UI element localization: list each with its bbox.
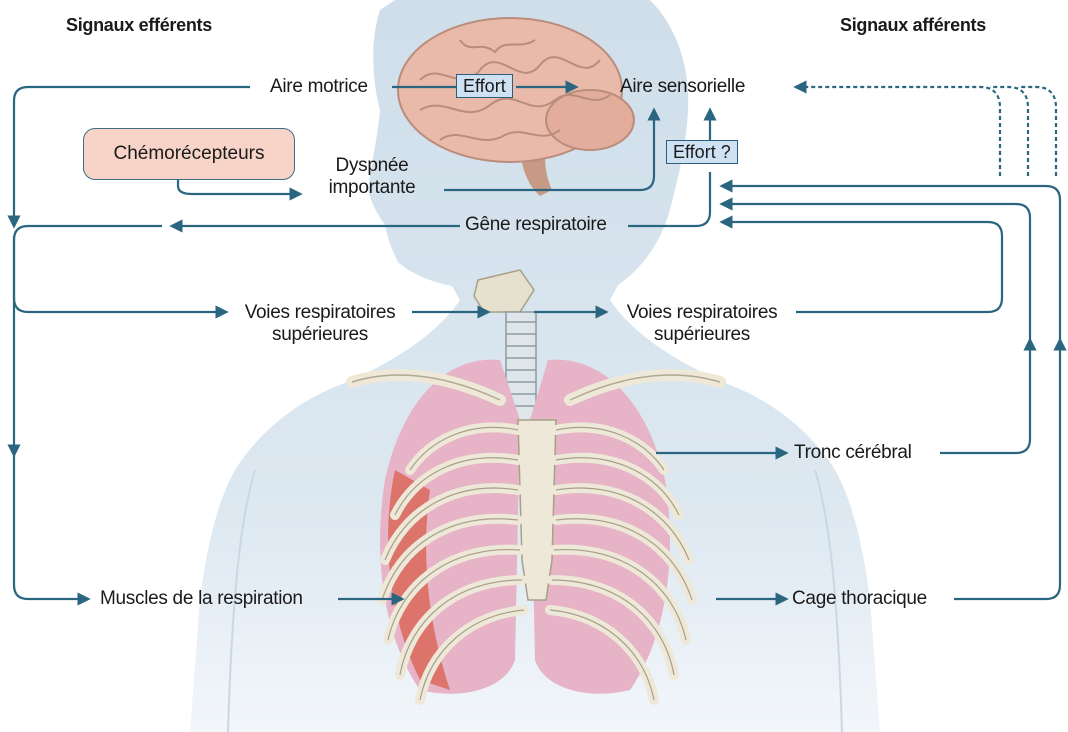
arrow-to-muscles <box>14 455 88 599</box>
arrow-brainstem-afferent <box>940 340 1030 453</box>
motor-area-label: Aire motrice <box>270 76 368 98</box>
breathing-muscles-label: Muscles de la respiration <box>100 588 303 610</box>
arrow-airways-right-afferent <box>722 222 1002 312</box>
rib-cage-label: Cage thoracique <box>792 588 927 610</box>
upper-airways-right-label: Voies respiratoires supérieures <box>612 302 792 346</box>
arrow-chemo-to-dyspnea <box>178 178 300 194</box>
upper-airways-left-label: Voies respiratoires supérieures <box>230 302 410 346</box>
sensory-area-label: Aire sensorielle <box>620 76 745 98</box>
dyspnea-line-1: Dyspnée <box>312 155 432 177</box>
upper-airways-right-line-2: supérieures <box>612 324 792 346</box>
dyspnea-line-2: importante <box>312 177 432 199</box>
chemoreceptors-label: Chémorécepteurs <box>113 143 264 165</box>
arrow-cage-afferent <box>954 340 1060 599</box>
dotted-afferent-arrows <box>796 87 1056 176</box>
arrow-discomfort-trunk <box>14 226 162 240</box>
respiratory-discomfort-label: Gêne respiratoire <box>465 214 607 236</box>
upper-airways-left-line-1: Voies respiratoires <box>230 302 410 324</box>
efferent-signals-header: Signaux efférents <box>66 14 212 36</box>
chemoreceptors-box: Chémorécepteurs <box>83 128 295 180</box>
effort-box: Effort <box>456 74 513 98</box>
upper-airways-left-line-2: supérieures <box>230 324 410 346</box>
afferent-signals-header: Signaux afférents <box>840 14 986 36</box>
brainstem-label: Tronc cérébral <box>794 442 912 464</box>
arrow-to-upper-airways-left <box>14 240 226 312</box>
dyspnea-label: Dyspnée importante <box>312 155 432 199</box>
effort-question-box: Effort ? <box>666 140 738 164</box>
upper-airways-right-line-1: Voies respiratoires <box>612 302 792 324</box>
